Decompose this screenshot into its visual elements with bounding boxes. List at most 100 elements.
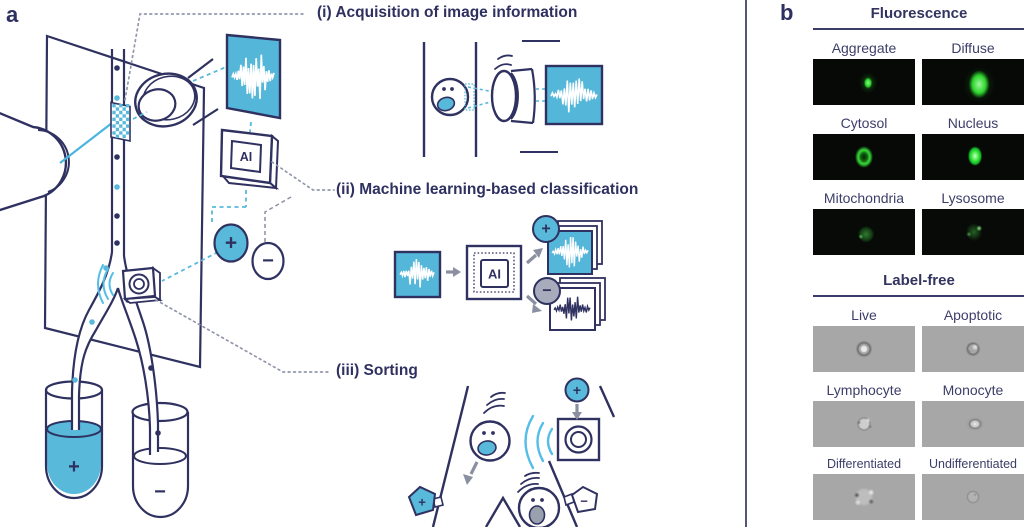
cell-image-differentiated [813, 474, 915, 520]
waveform-screen [225, 33, 282, 120]
negative-class-badge: − [251, 241, 285, 281]
positive-tube-label: + [68, 456, 80, 478]
label-nucleus: Nucleus [947, 115, 999, 131]
label-monocyte: Monocyte [942, 382, 1004, 398]
panel-b-letter: b [780, 0, 794, 25]
positive-class-badge: + [213, 223, 249, 263]
svg-text:+: + [541, 221, 550, 238]
cell-image-aggregate [813, 59, 915, 105]
negative-outlet-tag: − [563, 485, 599, 514]
cell-image-cytosol [813, 134, 915, 180]
sound-waves-icon [524, 414, 554, 470]
signal-connections [132, 66, 252, 282]
arrow-down-left-icon [469, 461, 479, 475]
waveform-trace [399, 258, 435, 288]
cell-image-lymphocyte [813, 401, 915, 447]
motion-marks-icon [483, 391, 506, 414]
fluorescence-section: Fluorescence Aggregate Diffuse Cytosol N… [813, 5, 1024, 255]
ai-chip-text: AI [488, 267, 501, 282]
motion-marks-icon [517, 471, 540, 493]
cell-image-monocyte [922, 401, 1024, 447]
pattern-on-cell [464, 83, 475, 111]
negative-tube-label: − [154, 481, 166, 503]
channel-wall [431, 385, 470, 527]
svg-text:+: + [225, 232, 237, 255]
objective-lens-icon [134, 58, 219, 128]
lens-icon [490, 67, 536, 125]
waveform-trace [550, 78, 598, 113]
laser-source-icon [0, 111, 113, 212]
cell-icon [430, 77, 470, 117]
label-undifferentiated: Undifferentiated [928, 457, 1018, 471]
channel-split [484, 495, 522, 527]
ai-chip-icon: AI [465, 244, 523, 301]
label-lymphocyte: Lymphocyte [826, 382, 902, 398]
arrow-down-head [572, 412, 582, 420]
svg-text:−: − [580, 494, 588, 509]
sound-waves-icon [97, 264, 114, 304]
waveform-input [393, 250, 442, 299]
step-label-sorting: (iii) Sorting [336, 362, 418, 379]
cell-image-lysosome [922, 209, 1024, 255]
svg-text:+: + [573, 382, 581, 398]
detail-classification: AI + [393, 215, 606, 331]
label-differentiated: Differentiated [826, 457, 902, 471]
section-title-label-free: Label-free [813, 272, 1024, 297]
step-label-classification: (ii) Machine learning-based classificati… [336, 181, 639, 198]
panel-divider [745, 0, 747, 527]
arrow-down-right-icon [525, 294, 542, 313]
collection-tube-negative: − [131, 401, 190, 519]
waveform-trace [231, 54, 275, 99]
leader-lines [124, 13, 335, 373]
positive-trigger-badge: + [564, 377, 590, 420]
cell-image-live [813, 326, 915, 372]
negative-waveform-stack: − [533, 277, 606, 331]
laser-beam [59, 122, 113, 164]
ai-chip-text: AI [240, 150, 253, 164]
label-diffuse: Diffuse [951, 40, 995, 56]
tube-rim [131, 401, 189, 423]
negative-connection [264, 196, 292, 249]
sorted-cell-icon [463, 391, 511, 485]
waveform-trace [553, 296, 591, 321]
channel-wall [598, 385, 616, 418]
channel-wall [547, 460, 579, 527]
illumination-pattern-icon [110, 101, 131, 142]
step-label-acquisition: (i) Acquisition of image information [317, 4, 578, 21]
positive-liquid [47, 429, 101, 494]
cell-image-undifferentiated [922, 474, 1024, 520]
panel-a-letter: a [6, 2, 19, 27]
label-lysosome: Lysosome [941, 190, 1005, 206]
waveform-trace [551, 236, 589, 268]
acoustic-transducer-icon [556, 417, 601, 462]
detail-acquisition [422, 40, 604, 157]
detail-sorting: + [407, 377, 616, 527]
label-cytosol: Cytosol [840, 115, 888, 131]
negative-liquid-surface [133, 447, 187, 465]
positive-outlet-tag: + [407, 485, 444, 517]
label-live: Live [851, 307, 877, 323]
positive-waveform-stack: + [532, 215, 603, 275]
unsorted-cell-icon [517, 471, 561, 527]
cell-image-nucleus [922, 134, 1024, 180]
motion-marks-icon [494, 54, 513, 70]
label-mitochondria: Mitochondria [823, 190, 905, 206]
ai-chip-icon: AI [219, 128, 280, 191]
svg-text:−: − [542, 283, 551, 300]
cell-image-apoptotic [922, 326, 1024, 372]
label-free-section: Label-free Live Apoptotic Lymphocyte Mon… [813, 272, 1024, 520]
waveform-screen [544, 64, 604, 126]
panel-a-illustration: + − [0, 13, 616, 527]
panel-b: b Fluorescence Aggregate Diffuse Cytosol… [746, 0, 1024, 527]
label-apoptotic: Apoptotic [943, 307, 1003, 323]
cell-image-diffuse [922, 59, 1024, 105]
section-title-fluorescence: Fluorescence [813, 5, 1024, 30]
acoustic-transducer-icon [97, 264, 163, 304]
cell-image-mitochondria [813, 209, 915, 255]
svg-text:+: + [418, 495, 426, 510]
arrow-right-icon [446, 267, 461, 277]
negative-class-badge [533, 277, 561, 305]
positive-class-badge [532, 215, 560, 243]
label-aggregate: Aggregate [831, 40, 897, 56]
